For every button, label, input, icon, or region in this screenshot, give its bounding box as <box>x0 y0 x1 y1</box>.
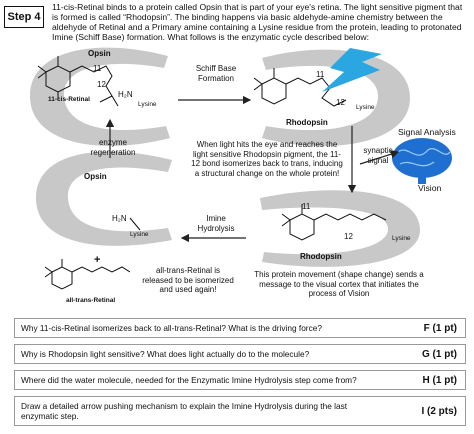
arrow-synaptic <box>359 150 400 165</box>
light-hits-text: When light hits the eye and reaches the … <box>191 140 343 178</box>
opsin-protein-top <box>30 47 170 146</box>
question-f-text: Why 11-cis-Retinal isomerizes back to al… <box>21 323 322 333</box>
cis-retinal-structure <box>37 56 119 107</box>
question-f[interactable]: Why 11-cis-Retinal isomerizes back to al… <box>14 318 466 338</box>
lightning-icon <box>322 48 382 92</box>
plus-sign: + <box>94 254 101 266</box>
question-f-points: F (1 pt) <box>423 322 457 334</box>
lysine-label-rho-bottom: Lysine <box>392 235 411 242</box>
rhodopsin-retinal-structure-top <box>253 68 347 107</box>
lysine-label-top: Lysine <box>138 101 157 108</box>
synaptic-signal-label: synaptic signal <box>363 146 393 165</box>
step-badge: Step 4 <box>4 6 44 28</box>
vision-label: Vision <box>418 183 442 193</box>
question-i-text: Draw a detailed arrow pushing mechanism … <box>21 401 348 421</box>
question-h[interactable]: Where did the water molecule, needed for… <box>14 370 466 390</box>
enzyme-regeneration-label: enzyme regeneration <box>90 138 136 157</box>
schiff-base-label: Schiff Base Formation <box>195 64 237 83</box>
num-11-rho: 11 <box>316 70 325 79</box>
intro-paragraph: 11-cis-Retinal binds to a protein called… <box>52 2 463 42</box>
num-12-rho-bottom: 12 <box>344 232 353 241</box>
num-11-rho-bottom: 11 <box>302 202 311 211</box>
trans-retinal-label: all-trans-Retinal <box>66 297 116 304</box>
rhodopsin-protein-bottom <box>260 190 420 267</box>
num-11-cis: 11 <box>93 64 102 73</box>
question-h-points: H (1 pt) <box>422 374 457 386</box>
rhodopsin-protein-top <box>262 49 410 146</box>
num-12-rho: 12 <box>336 98 345 107</box>
protein-movement-text: This protein movement (shape change) sen… <box>254 270 424 298</box>
all-trans-retinal-structure <box>44 259 131 290</box>
cis-retinal-label: 11-cis-Retinal <box>48 96 90 103</box>
brain-icon <box>392 138 452 184</box>
opsin-label-bottom: Opsin <box>84 172 107 181</box>
signal-analysis-label: Signal Analysis <box>398 127 456 137</box>
enzymatic-cycle-diagram <box>30 47 452 290</box>
question-g-points: G (1 pt) <box>422 348 457 360</box>
rhodopsin-retinal-structure-bottom <box>281 204 387 241</box>
rhodopsin-label-top: Rhodopsin <box>286 118 328 127</box>
rhodopsin-label-bottom: Rhodopsin <box>300 252 342 261</box>
question-g[interactable]: Why is Rhodopsin light sensitive? What d… <box>14 344 466 364</box>
lysine-label-rho-top: Lysine <box>356 104 375 111</box>
opsin-label-top: Opsin <box>88 49 111 58</box>
num-12-cis: 12 <box>97 80 106 89</box>
question-i-points: I (2 pts) <box>421 405 457 417</box>
h2n-label-bottom: H₂N <box>112 214 127 223</box>
trans-retinal-note: all-trans-Retinal is released to be isom… <box>142 266 234 294</box>
question-g-text: Why is Rhodopsin light sensitive? What d… <box>21 349 310 359</box>
imine-hydrolysis-label: Imine Hydrolysis <box>197 214 235 233</box>
lysine-label-bottom: Lysine <box>130 231 149 238</box>
h2n-label-top: H₂N <box>118 90 133 99</box>
opsin-protein-bottom <box>36 151 172 246</box>
question-h-text: Where did the water molecule, needed for… <box>21 375 357 385</box>
question-i[interactable]: Draw a detailed arrow pushing mechanism … <box>14 396 466 426</box>
